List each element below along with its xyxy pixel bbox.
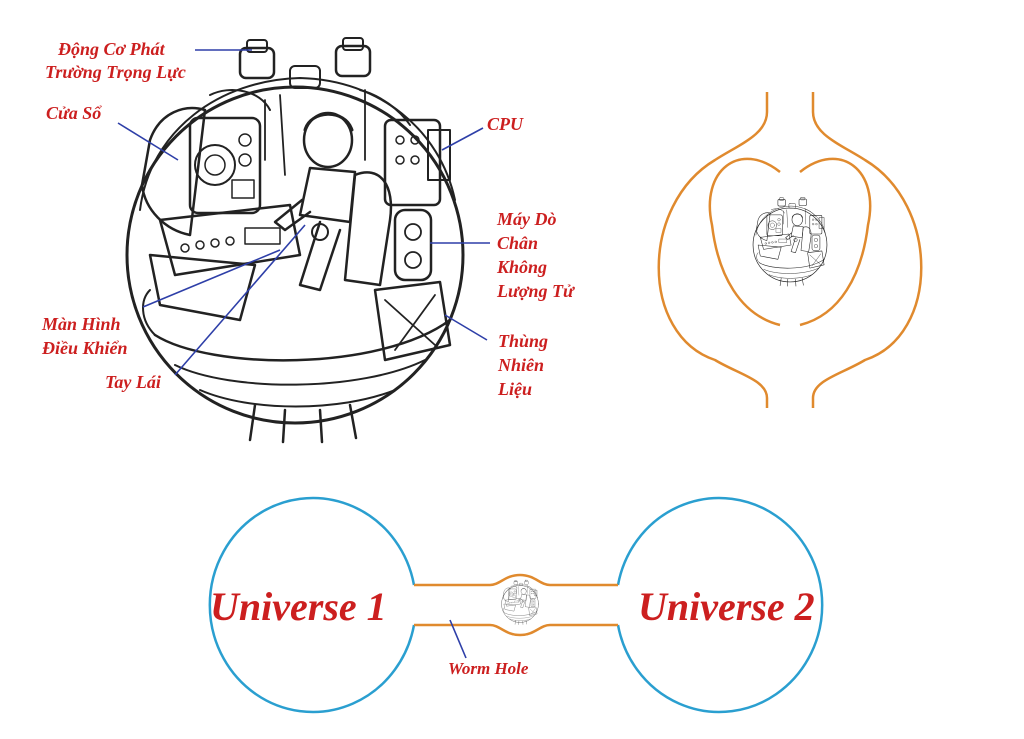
universe-1-circle [208, 496, 416, 714]
label-fuel-tank-3: Liệu [497, 379, 532, 399]
label-universe-2: Universe 2 [638, 584, 815, 629]
label-gravity-engine-2: Trường Trọng Lực [45, 62, 186, 82]
universes-diagram: Universe 1 Universe 2 Worm Hole [208, 496, 824, 714]
label-worm-hole: Worm Hole [448, 659, 529, 678]
wormhole-tube-diagram [657, 92, 923, 408]
universe-2-circle [616, 496, 824, 714]
leader-lines [117, 49, 490, 376]
spaceship-illustration [125, 36, 465, 444]
label-vacuum-probe-3: Không [496, 257, 547, 277]
label-fuel-tank-2: Nhiên [497, 355, 544, 375]
label-vacuum-probe-2: Chân [497, 233, 538, 253]
label-control-screen-2: Điều Khiển [41, 338, 128, 358]
ship-labels: Động Cơ Phát Trường Trọng Lực Cửa Sổ CPU… [41, 39, 575, 399]
label-cpu: CPU [487, 114, 524, 134]
label-gravity-engine-1: Động Cơ Phát [57, 39, 166, 59]
label-control-screen-1: Màn Hình [41, 314, 121, 334]
label-universe-1: Universe 1 [210, 584, 387, 629]
label-vacuum-probe-4: Lượng Tử [496, 281, 575, 301]
label-fuel-tank-1: Thùng [498, 331, 548, 351]
label-window: Cửa Sổ [46, 103, 102, 123]
label-vacuum-probe-1: Máy Dò [496, 209, 557, 229]
wormhole-ship-small [752, 196, 828, 287]
wormhole-tube-inner [708, 157, 872, 327]
wormhole-ship-tiny [501, 579, 539, 625]
wormhole-tube-outer [657, 92, 923, 408]
wormhole-channel [414, 573, 618, 637]
label-steering: Tay Lái [105, 372, 161, 392]
